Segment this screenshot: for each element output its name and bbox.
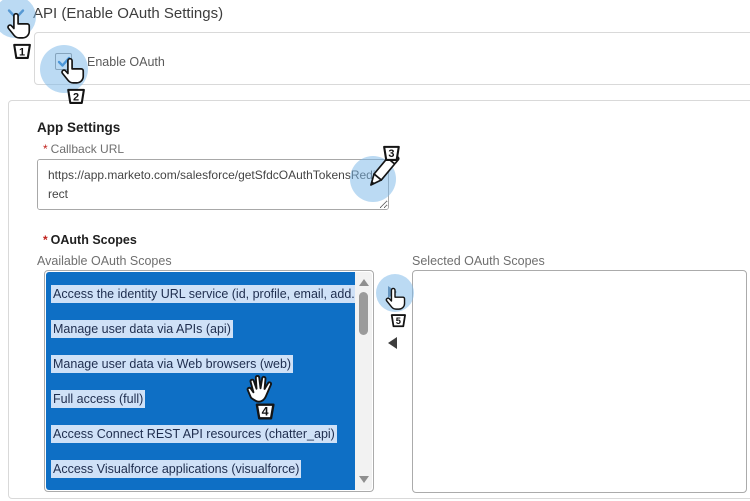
scrollbar-down-arrow-icon[interactable] bbox=[359, 476, 369, 483]
selected-oauth-scopes-listbox[interactable] bbox=[412, 270, 747, 493]
available-scopes-label: Available OAuth Scopes bbox=[37, 254, 172, 268]
oauth-scope-option[interactable]: Manage user data via Web browsers (web) bbox=[51, 355, 356, 390]
scrollbar[interactable] bbox=[355, 272, 372, 490]
remove-scope-arrow-button[interactable] bbox=[388, 337, 397, 349]
scrollbar-up-arrow-icon[interactable] bbox=[359, 279, 369, 286]
oauth-scope-option-label: Full access (full) bbox=[51, 390, 146, 408]
oauth-scope-option-label: Access the identity URL service (id, pro… bbox=[51, 285, 356, 303]
callback-url-textarea[interactable]: https://app.marketo.com/salesforce/getSf… bbox=[37, 159, 389, 210]
oauth-scope-option[interactable]: Access the identity URL service (id, pro… bbox=[51, 285, 356, 320]
selected-scopes-label: Selected OAuth Scopes bbox=[412, 254, 545, 268]
oauth-scope-option[interactable]: Manage user data via APIs (api) bbox=[51, 320, 356, 355]
oauth-scope-option[interactable]: Full access (full) bbox=[51, 390, 356, 425]
available-oauth-scopes-listbox[interactable]: Access the identity URL service (id, pro… bbox=[44, 270, 374, 492]
scrollbar-thumb[interactable] bbox=[359, 292, 368, 335]
page-title: API (Enable OAuth Settings) bbox=[33, 5, 224, 22]
oauth-scope-option-label: Manage user data via APIs (api) bbox=[51, 320, 233, 338]
required-asterisk: * bbox=[43, 142, 48, 156]
step-number-badge bbox=[13, 43, 31, 59]
oauth-scope-option[interactable]: Access Connect REST API resources (chatt… bbox=[51, 425, 356, 460]
checkmark-icon bbox=[57, 56, 71, 67]
callback-url-label: *Callback URL bbox=[43, 142, 125, 156]
app-settings-heading: App Settings bbox=[37, 120, 121, 135]
step-number: 1 bbox=[19, 46, 25, 58]
required-asterisk: * bbox=[43, 233, 48, 247]
enable-oauth-label: Enable OAuth bbox=[87, 55, 165, 69]
oauth-scope-option-label: Access Visualforce applications (visualf… bbox=[51, 460, 302, 478]
oauth-scope-option-label: Manage user data via Web browsers (web) bbox=[51, 355, 294, 373]
enable-oauth-section bbox=[34, 32, 750, 85]
oauth-scopes-label: *OAuth Scopes bbox=[43, 233, 137, 247]
chevron-down-icon[interactable] bbox=[6, 7, 26, 23]
oauth-scope-option-label: Access Connect REST API resources (chatt… bbox=[51, 425, 337, 443]
available-scopes-list: Access the identity URL service (id, pro… bbox=[46, 272, 356, 490]
enable-oauth-checkbox[interactable] bbox=[55, 53, 72, 70]
add-scope-arrow-button[interactable] bbox=[388, 286, 397, 298]
oauth-scope-option[interactable]: Access Visualforce applications (visualf… bbox=[51, 460, 356, 490]
